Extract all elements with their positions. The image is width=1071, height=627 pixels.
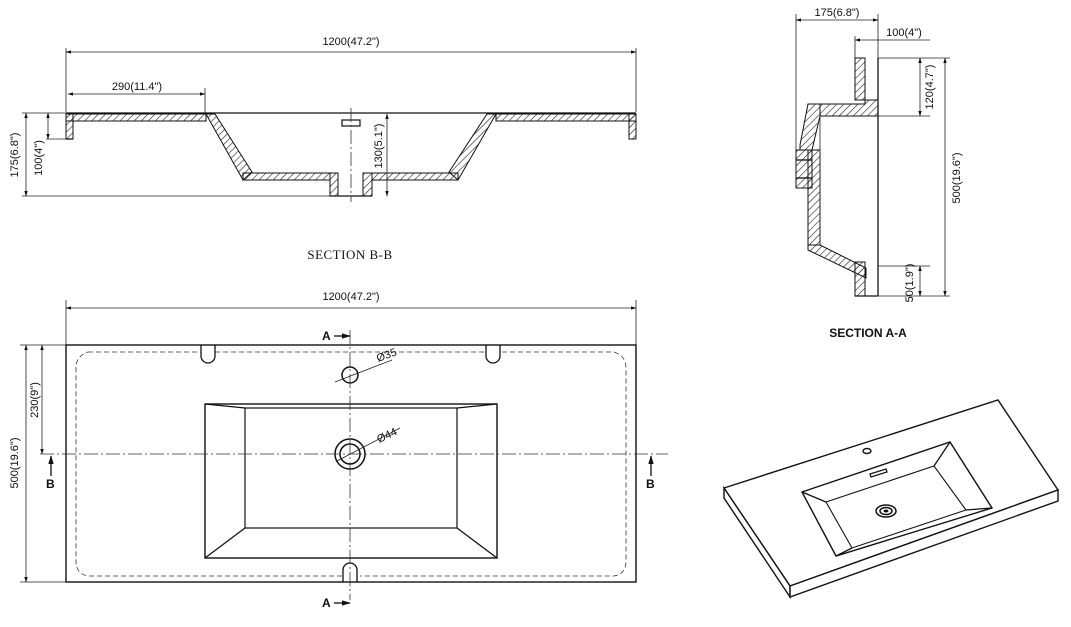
cut-a-bottom-label: A (322, 596, 331, 610)
plan-width-dimension: 1200(47.2") (322, 291, 379, 303)
aa-bottom-dimension: 50(1.9") (904, 264, 916, 303)
isometric-view (722, 399, 1060, 600)
aa-top-dimension: 120(4.7") (924, 65, 936, 110)
cut-b-right-label: B (646, 477, 655, 491)
bb-bowl-dimension: 130(5.1") (373, 124, 385, 169)
bb-edge-dimension: 100(4") (33, 140, 45, 176)
section-bb: 1200(47.2") 290(11.4") 175(6.8") (9, 36, 637, 262)
plan-view: 1200(47.2") Ø35 Ø44 A A B (9, 291, 668, 610)
aa-edge-dimension: 100(4") (886, 27, 922, 39)
section-aa-title: SECTION A-A (829, 326, 907, 340)
section-aa: 175(6.8") 100(4") 120(4.7") 500(19.6") 5… (795, 7, 963, 340)
drain-dimension: Ø44 (375, 426, 399, 446)
cut-a-top-label: A (322, 329, 331, 343)
plan-depth-dimension: 500(19.6") (9, 438, 21, 489)
section-bb-title: SECTION B-B (307, 247, 392, 262)
bb-ledge-dimension: 290(11.4") (112, 81, 162, 93)
cut-b-left-label: B (46, 477, 55, 491)
bb-width-dimension: 1200(47.2") (322, 36, 379, 48)
plan-offset-dimension: 230(9") (29, 382, 41, 418)
bb-height-dimension: 175(6.8") (9, 133, 21, 178)
aa-width-dimension: 175(6.8") (815, 7, 860, 19)
aa-depth-dimension: 500(19.6") (951, 153, 963, 204)
